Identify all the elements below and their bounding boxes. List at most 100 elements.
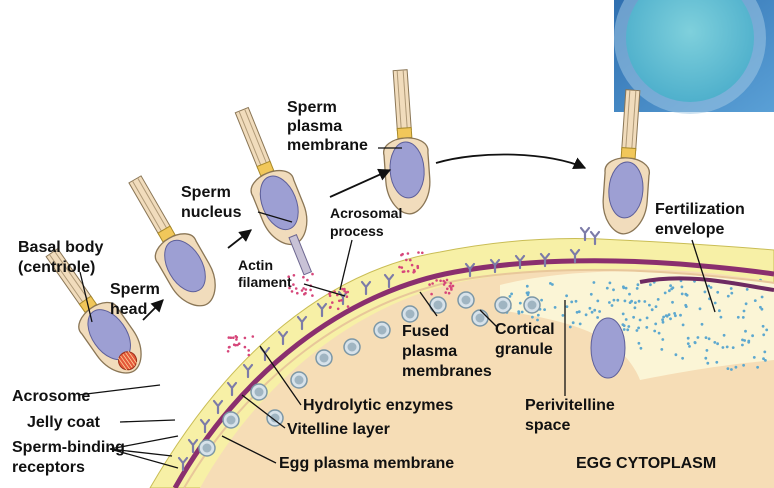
perivitelline-dot [610, 304, 614, 307]
perivitelline-dot [668, 289, 671, 293]
perivitelline-dots [505, 278, 769, 371]
label-sperm-plasma-membrane: Sperm plasma membrane [287, 99, 368, 154]
sperm-nucleus [164, 239, 206, 293]
enzyme-dot [300, 289, 304, 292]
sperm-binding-receptor [277, 330, 289, 346]
perivitelline-dot [584, 313, 588, 317]
perivitelline-dot [663, 291, 667, 295]
basal-body [396, 127, 413, 140]
perivitelline-dot [643, 300, 647, 303]
egg-plasma-membrane [183, 268, 774, 488]
enzyme-dot [341, 287, 344, 291]
enzyme-dot [306, 278, 309, 282]
perivitelline-dot [634, 301, 637, 304]
sperm-binding-receptors-group [177, 226, 601, 472]
enzyme-dot [340, 299, 343, 302]
enzyme-dot [234, 343, 237, 347]
perivitelline-dot [553, 306, 557, 309]
perivitelline-dot [751, 334, 754, 338]
acrosomal-process [288, 234, 313, 276]
perivitelline-dot [612, 298, 616, 302]
enzyme-dot [428, 283, 431, 286]
enzyme-dot [447, 291, 451, 295]
enzyme-dot [302, 287, 305, 290]
perivitelline-dot [578, 322, 582, 326]
perivitelline-dot [761, 324, 765, 328]
perivitelline-dot [510, 292, 513, 296]
sperm-tail [234, 106, 272, 170]
cortical-granule [457, 291, 475, 309]
cortical-granule [401, 305, 419, 323]
enzyme-dot [311, 294, 314, 297]
perivitelline-dot [624, 286, 628, 290]
enzyme-dot [400, 266, 404, 269]
perivitelline-dot [673, 312, 676, 315]
motion-arrows [142, 153, 587, 321]
perivitelline-dot [743, 339, 746, 342]
perivitelline-dot [686, 342, 690, 345]
perivitelline-dot [661, 318, 664, 322]
perivitelline-dot [716, 290, 720, 294]
egg-photo-inset [614, 0, 774, 114]
enzyme-dot [296, 291, 299, 295]
perivitelline-dot [518, 301, 522, 305]
perivitelline-dot [648, 303, 651, 307]
perivitelline-dot [649, 283, 652, 287]
perivitelline-dot [680, 285, 684, 289]
enzyme-dot [236, 343, 239, 347]
enzyme-dot [309, 288, 312, 292]
label-jelly-coat: Jelly coat [27, 414, 101, 431]
perivitelline-dot [621, 323, 625, 326]
perivitelline-dot [662, 315, 665, 319]
label-basal-body: Basal body (centriole) [18, 239, 108, 276]
perivitelline-dot [747, 340, 751, 344]
enzyme-dot [304, 288, 308, 291]
perivitelline-dot [764, 359, 767, 362]
perivitelline-dot [731, 346, 735, 349]
sperm-binding-receptor [569, 248, 581, 264]
arrow-3 [329, 168, 392, 198]
label-sperm-nucleus: Sperm nucleus [181, 184, 242, 221]
sperm-tail [392, 69, 412, 132]
cortical-granule [222, 411, 240, 429]
perivitelline-dot [744, 302, 748, 306]
enzyme-dot [430, 292, 433, 296]
perivitelline-dot [734, 365, 738, 369]
enzyme-dot [343, 287, 346, 291]
perivitelline-dot [680, 292, 684, 296]
label-cortical-granule: Cortical granule [495, 321, 559, 358]
perivitelline-dot [704, 356, 708, 360]
perivitelline-dot [638, 318, 642, 322]
sperm-binding-receptor [212, 399, 224, 415]
perivitelline-dot [693, 341, 697, 344]
cortical-granule [250, 383, 268, 401]
perivitelline-dot [540, 298, 543, 302]
sperm-cell [128, 175, 216, 307]
perivitelline-dot [707, 284, 711, 288]
enzyme-dot [290, 290, 294, 293]
perivitelline-dot [671, 300, 674, 304]
perivitelline-dot [729, 287, 733, 290]
perivitelline-dot [763, 350, 767, 354]
sperm-tail [128, 175, 172, 236]
enzyme-dot [449, 285, 452, 288]
vitelline-layer [172, 258, 774, 488]
perivitelline-dot [590, 310, 594, 314]
label-perivitelline-space: Perivitelline space [525, 397, 619, 434]
enzyme-dot [243, 345, 247, 349]
perivitelline-dot [681, 323, 685, 327]
perivitelline-dot [525, 291, 529, 295]
perivitelline-dot [596, 316, 599, 319]
perivitelline-dot [718, 309, 721, 313]
perivitelline-dot [700, 322, 704, 326]
perivitelline-dot [660, 348, 664, 351]
perivitelline-dot [653, 329, 657, 333]
perivitelline-dot [765, 328, 769, 332]
perivitelline-dot [704, 336, 708, 339]
perivitelline-dot [622, 328, 626, 331]
perivitelline-dot [623, 299, 627, 303]
perivitelline-dot [741, 343, 744, 347]
perivitelline-dot [730, 291, 734, 295]
enzyme-dot [405, 258, 408, 262]
perivitelline-dot [605, 286, 609, 290]
